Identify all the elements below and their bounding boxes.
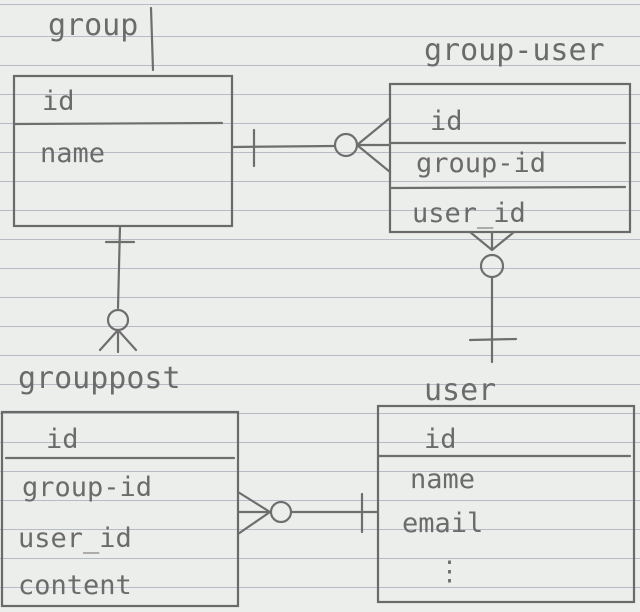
field-grouppost-id: id <box>46 424 79 455</box>
entity-box-group <box>12 74 234 228</box>
zero-circle-marker <box>479 253 505 279</box>
field-user-email: email <box>402 508 483 539</box>
field-user-name: name <box>410 464 475 495</box>
relationship-group-grouppost <box>98 224 138 354</box>
relationship-line <box>116 224 122 310</box>
entity-title-user: user <box>424 373 496 408</box>
entity-box-grouppost <box>0 410 240 608</box>
entity-user: user id name email ⋮ <box>376 373 636 604</box>
entity-group: group id name <box>12 6 234 228</box>
field-user-id: id <box>424 424 457 455</box>
entity-box-user <box>376 404 636 604</box>
relationship-line <box>230 144 336 149</box>
entity-box-group-user <box>388 82 632 234</box>
field-user-more: ⋮ <box>436 556 463 587</box>
entity-divider <box>388 185 627 190</box>
entity-divider <box>12 121 224 126</box>
entity-title-group-user: group-user <box>424 33 605 68</box>
zero-circle-marker <box>333 132 359 158</box>
entity-title-group: group <box>48 8 138 43</box>
crows-foot-marker <box>355 116 392 174</box>
field-group-id: id <box>42 86 75 117</box>
field-grouppost-content: content <box>18 570 132 601</box>
crows-foot-marker <box>236 490 272 536</box>
one-bar-marker <box>468 337 518 342</box>
field-grouppost-user-id: user_id <box>18 523 132 554</box>
relationship-groupuser-user <box>468 230 518 364</box>
entity-group-user: group-user id group-id user_id <box>388 33 632 234</box>
relationship-grouppost-user <box>236 490 380 536</box>
crows-foot-marker <box>468 230 516 252</box>
crows-foot-marker <box>98 328 138 354</box>
decorative-stroke <box>149 6 155 72</box>
field-group-name: name <box>40 138 105 169</box>
field-group-user-group-id: group-id <box>416 148 546 179</box>
entity-title-grouppost: grouppost <box>18 361 181 396</box>
field-group-user-id: id <box>430 106 463 137</box>
field-grouppost-group-id: group-id <box>22 472 152 503</box>
relationship-group-groupuser <box>230 116 392 174</box>
entity-grouppost: grouppost id group-id user_id content <box>0 361 240 608</box>
zero-circle-marker <box>106 308 130 332</box>
zero-circle-marker <box>269 500 293 524</box>
field-group-user-user-id: user_id <box>412 198 526 229</box>
